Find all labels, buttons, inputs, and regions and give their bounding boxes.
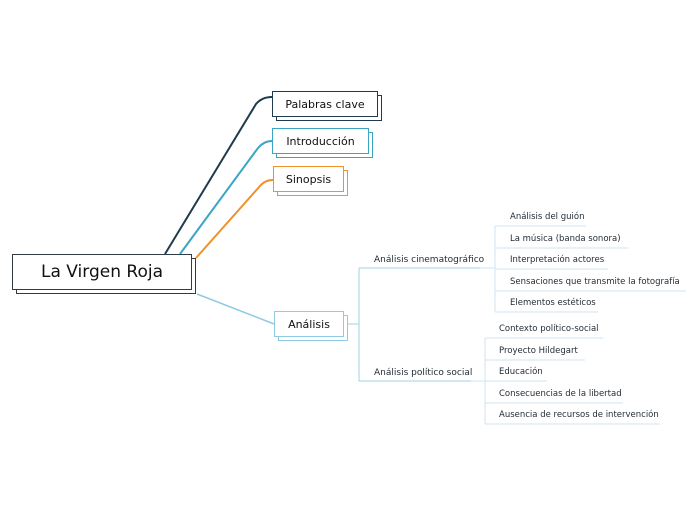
topic-analisis[interactable]: Análisis — [274, 311, 348, 341]
connector-analisis-subs — [346, 267, 480, 382]
leaf-educacion[interactable]: Educación — [499, 367, 543, 377]
topic-palabras-clave-label: Palabras clave — [285, 97, 365, 111]
connector-introduccion — [179, 140, 273, 255]
root-topic-label: La Virgen Roja — [41, 262, 163, 282]
subtopic-analisis-politico-social[interactable]: Análisis político social — [374, 368, 473, 378]
topic-introduccion-label: Introducción — [286, 134, 355, 148]
connector-politico-leaves — [471, 337, 660, 425]
connector-cine-leaves — [480, 225, 686, 313]
topic-sinopsis-label: Sinopsis — [285, 172, 332, 186]
topic-palabras-clave-box: Palabras clave — [272, 91, 378, 117]
leaf-la-musica[interactable]: La música (banda sonora) — [510, 234, 621, 244]
leaf-consecuencias-libertad[interactable]: Consecuencias de la libertad — [499, 389, 622, 399]
connector-sinopsis — [195, 179, 274, 259]
leaf-proyecto-hildegart[interactable]: Proyecto Hildegart — [499, 346, 578, 356]
connector-analisis — [196, 293, 275, 325]
leaf-analisis-del-guion[interactable]: Análisis del guión — [510, 212, 585, 222]
root-topic-box: La Virgen Roja — [12, 254, 192, 290]
subtopic-analisis-cinematografico[interactable]: Análisis cinematográfico — [374, 255, 485, 265]
topic-analisis-box: Análisis — [274, 311, 344, 337]
connector-palabras-clave — [164, 96, 273, 255]
leaf-contexto-politico-social[interactable]: Contexto político-social — [499, 324, 599, 334]
leaf-elementos-esteticos[interactable]: Elementos estéticos — [510, 298, 596, 308]
topic-introduccion-box: Introducción — [272, 128, 369, 154]
root-topic[interactable]: La Virgen Roja — [12, 254, 196, 294]
leaf-sensaciones-fotografia[interactable]: Sensaciones que transmite la fotografía — [510, 277, 680, 287]
topic-analisis-label: Análisis — [288, 317, 330, 331]
topic-palabras-clave[interactable]: Palabras clave — [272, 91, 382, 121]
topic-introduccion[interactable]: Introducción — [272, 128, 373, 158]
leaf-interpretacion-actores[interactable]: Interpretación actores — [510, 255, 605, 265]
topic-sinopsis[interactable]: Sinopsis — [273, 166, 348, 196]
topic-sinopsis-box: Sinopsis — [273, 166, 344, 192]
leaf-ausencia-recursos[interactable]: Ausencia de recursos de intervención — [499, 410, 659, 420]
